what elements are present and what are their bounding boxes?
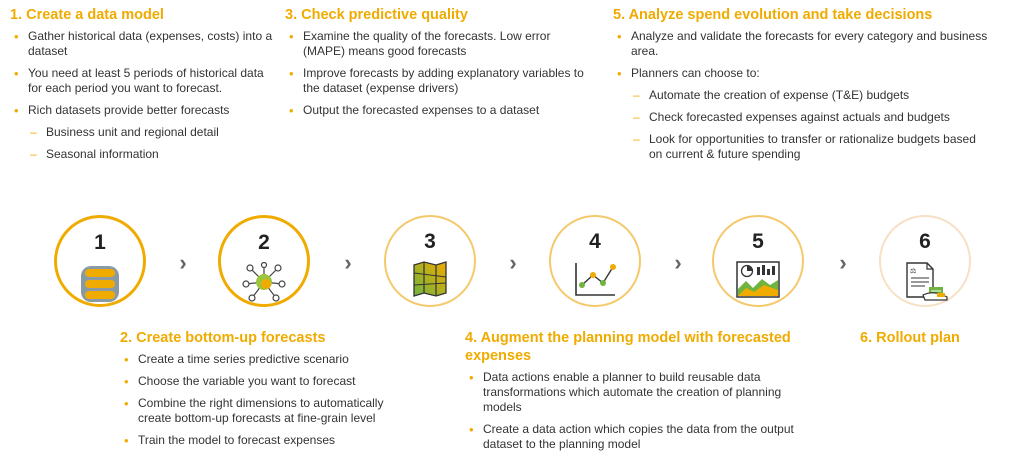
chevron-right-icon: ›	[839, 250, 847, 275]
list-item: Analyze and validate the forecasts for e…	[613, 29, 988, 59]
list-item: Create a time series predictive scenario	[120, 352, 420, 367]
step-6-circle: 6 ⚖	[879, 215, 971, 307]
step-1-circle: 1	[54, 215, 146, 307]
list-item: Rich datasets provide better forecasts	[10, 103, 280, 118]
step-number: 5	[752, 230, 764, 253]
step-number: 4	[589, 230, 601, 253]
sub-list-item: Seasonal information	[10, 147, 280, 162]
step-5-list: Analyze and validate the forecasts for e…	[613, 29, 988, 162]
step-5-title: 5. Analyze spend evolution and take deci…	[613, 7, 933, 23]
step-1-list: Gather historical data (expenses, costs)…	[10, 29, 280, 162]
list-item: Output the forecasted expenses to a data…	[285, 103, 595, 118]
step-4-description: 4. Augment the planning model with forec…	[465, 329, 800, 459]
step-3-title: 3. Check predictive quality	[285, 7, 468, 23]
step-number: 2	[258, 231, 270, 254]
step-2-title: 2. Create bottom-up forecasts	[120, 330, 326, 346]
chevron-right-icon: ›	[344, 250, 352, 275]
step-number: 1	[94, 231, 106, 254]
sub-list-item: Check forecasted expenses against actual…	[613, 110, 988, 125]
list-item: Train the model to forecast expenses	[120, 433, 420, 448]
step-5-description: 5. Analyze spend evolution and take deci…	[613, 6, 988, 169]
step-2-circle: 2	[218, 215, 310, 307]
sub-list-item: Automate the creation of expense (T&E) b…	[613, 88, 988, 103]
step-5-circle: 5	[712, 215, 804, 307]
step-1-description: 1. Create a data model Gather historical…	[10, 6, 280, 169]
svg-text:⚖: ⚖	[910, 267, 916, 275]
dashboard-icon	[736, 261, 780, 298]
step-3-description: 3. Check predictive quality Examine the …	[285, 6, 595, 125]
database-icon	[81, 266, 119, 302]
chevron-right-icon: ›	[509, 250, 517, 275]
step-6-title: 6. Rollout plan	[860, 330, 960, 346]
list-item: Improve forecasts by adding explanatory …	[285, 66, 595, 96]
step-2-description: 2. Create bottom-up forecasts Create a t…	[120, 329, 420, 455]
sub-list-item: Look for opportunities to transfer or ra…	[613, 132, 988, 162]
network-icon	[242, 262, 286, 302]
step-4-list: Data actions enable a planner to build r…	[465, 370, 800, 452]
step-4-title: 4. Augment the planning model with forec…	[465, 330, 791, 364]
list-item: Planners can choose to:	[613, 66, 988, 81]
chevron-right-icon: ›	[674, 250, 682, 275]
step-number: 6	[919, 230, 931, 253]
list-item: Data actions enable a planner to build r…	[465, 370, 800, 415]
step-4-circle: 4	[549, 215, 641, 307]
list-item: You need at least 5 periods of historica…	[10, 66, 280, 96]
list-item: Gather historical data (expenses, costs)…	[10, 29, 280, 59]
map-icon	[413, 261, 447, 297]
document-payment-icon: ⚖	[906, 262, 948, 301]
step-3-list: Examine the quality of the forecasts. Lo…	[285, 29, 595, 118]
chevron-right-icon: ›	[179, 250, 187, 275]
line-chart-icon	[575, 263, 616, 296]
step-6-description: 6. Rollout plan	[860, 329, 1010, 352]
sub-list-item: Business unit and regional detail	[10, 125, 280, 140]
step-1-title: 1. Create a data model	[10, 7, 164, 23]
step-2-list: Create a time series predictive scenario…	[120, 352, 420, 448]
list-item: Create a data action which copies the da…	[465, 422, 800, 452]
list-item: Combine the right dimensions to automati…	[120, 396, 420, 426]
list-item: Choose the variable you want to forecast	[120, 374, 420, 389]
list-item: Examine the quality of the forecasts. Lo…	[285, 29, 595, 59]
step-number: 3	[424, 230, 436, 253]
step-3-circle: 3	[384, 215, 476, 307]
